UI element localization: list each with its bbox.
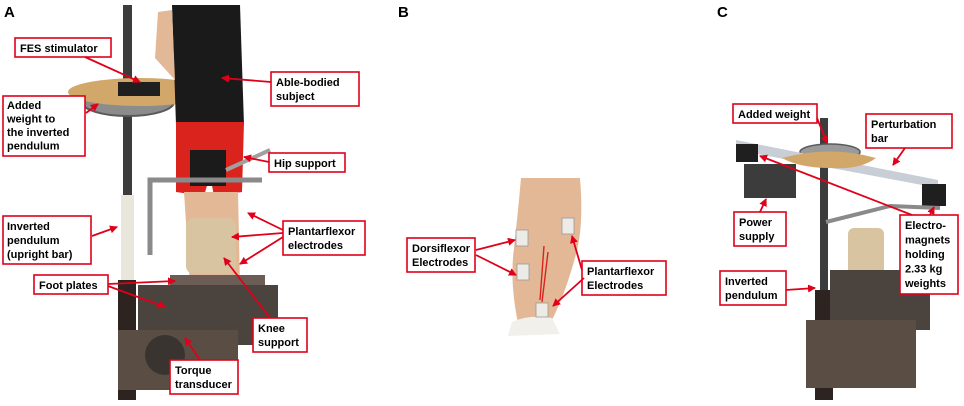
electrode-wires [539,245,549,303]
label-added-weight: Added weight to the inverted pendulum [6,100,72,153]
plantarflexor-electrode-lower [535,302,549,318]
panel-c: C Added weight Perturbation bar Power [717,4,959,400]
torque-transducer-c [806,320,916,388]
arrow [84,56,141,83]
label-torque-transducer: Torque transducer [175,365,233,391]
panel-letter-a: A [4,4,15,21]
electromagnet-left [736,144,758,162]
label-box [732,103,818,124]
arrow [247,212,284,231]
arrow [107,277,176,286]
label-box [268,152,346,173]
panel-b: B Dorsiflexor Electrodes Plantarflexor E… [398,4,667,336]
label-fes-stimulator: FES stimulator [20,43,98,55]
dorsiflexor-electrode-upper [515,229,529,247]
photo-c [736,118,946,400]
label-foot-plates: Foot plates [39,280,98,292]
label-able-bodied-subject: Able-bodied subject [276,77,343,103]
label-perturbation-bar: Perturbation bar [871,119,939,145]
arrow [816,117,829,144]
arrow [223,257,271,319]
wooden-tray-c [782,151,876,169]
arrow [552,277,585,307]
power-supply-box [744,164,796,198]
label-inverted-pendulum: Inverted pendulum (upright bar) [7,221,73,261]
label-power-supply: Power supply [739,217,775,243]
arrow [892,147,906,166]
upright-pole-c [820,118,828,400]
label-plantarflexor-electrodes-a: Plantarflexor electrodes [288,226,358,252]
arrow [759,154,913,216]
label-box [282,220,366,256]
arrow [184,337,201,361]
arrow [91,225,118,237]
label-box [899,214,959,295]
label-dorsiflexor-electrodes: Dorsiflexor Electrodes [412,243,473,269]
dorsiflexor-electrode-lower [516,263,530,281]
label-box [2,95,86,157]
label-box [406,237,476,273]
label-box [2,215,92,265]
label-plantarflexor-electrodes-b: Plantarflexor Electrodes [587,266,657,292]
arrow [759,198,767,213]
label-box [33,274,109,295]
arrow [475,254,517,276]
panel-a: A [2,4,366,400]
label-hip-support: Hip support [274,158,336,170]
label-box [252,317,308,353]
arrow [927,206,935,216]
label-added-weight-c: Added weight [738,109,810,121]
label-box [169,359,239,395]
panel-letter-c: C [717,4,728,21]
label-knee-support: Knee support [258,323,299,349]
label-box [865,113,953,149]
lower-leg [512,178,582,332]
arrow [475,237,516,251]
label-box [581,260,667,296]
subject-arm [155,10,175,80]
photo-b [508,178,582,336]
arrow [570,235,583,271]
arrow [785,284,816,293]
arrow [231,232,284,241]
arrow [239,236,284,265]
arrow [107,285,166,309]
subject-shirt [172,5,244,125]
sock [508,316,560,336]
stimulator-box [118,82,160,96]
label-box [270,71,360,107]
label-inverted-pendulum-c: Inverted pendulum [725,276,778,302]
panel-letter-b: B [398,4,409,21]
frame-bar [147,177,262,255]
pole-white-sleeve [121,195,134,280]
arrow [243,154,270,163]
label-electromagnets: Electro- magnets holding 2.33 kg weights [904,220,953,290]
electromagnet-right [922,184,946,206]
arrow [85,103,99,114]
label-box [719,270,787,306]
plantarflexor-electrode-upper [561,217,575,235]
label-box [14,37,112,58]
knee-brace [186,218,236,274]
arrow [221,74,272,83]
